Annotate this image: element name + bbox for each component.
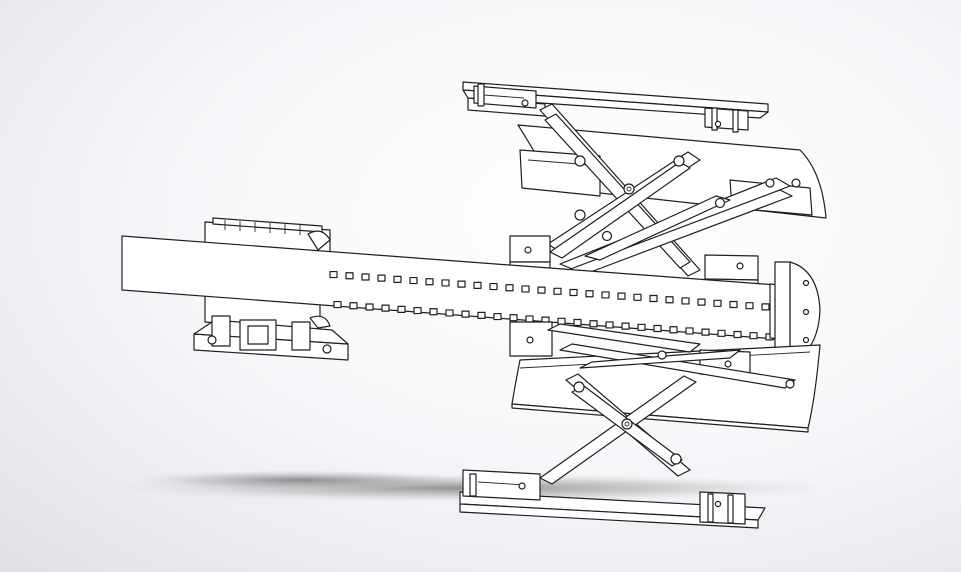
rack-tooth — [573, 318, 582, 327]
rack-tooth — [505, 284, 514, 292]
rack-tooth — [761, 303, 770, 311]
rack-tooth — [409, 276, 418, 285]
rack-tooth — [669, 326, 678, 334]
rack-tooth — [621, 322, 630, 330]
rack-tooth — [589, 320, 598, 328]
rack-tooth — [685, 327, 694, 335]
rack-tooth — [457, 280, 466, 288]
rack-tooth — [637, 323, 646, 331]
rack-tooth — [361, 273, 370, 281]
rack-tooth — [493, 312, 502, 321]
rack-tooth — [425, 278, 434, 286]
rack-tooth — [697, 298, 706, 306]
rack-tooth — [473, 281, 482, 289]
rack-tooth — [377, 274, 386, 282]
rack-tooth — [701, 328, 710, 336]
rack-tooth — [365, 303, 374, 311]
rack-tooth — [605, 321, 614, 329]
beam-teeth-top — [329, 270, 770, 311]
rack-tooth — [665, 296, 674, 304]
rack-tooth — [745, 302, 754, 310]
beam-teeth-bottom — [333, 300, 774, 341]
rack-tooth — [345, 272, 354, 280]
rack-tooth — [553, 287, 562, 295]
bottom-base-plate[interactable] — [459, 469, 766, 529]
rack-tooth — [649, 294, 658, 303]
rack-tooth — [733, 330, 742, 339]
rack-tooth — [521, 285, 530, 293]
bottom-scissor-lift[interactable] — [509, 321, 796, 485]
top-scissor-lift[interactable] — [509, 103, 801, 291]
rack-tooth — [681, 297, 690, 305]
rack-tooth — [509, 314, 518, 322]
rack-tooth — [333, 300, 342, 309]
rack-tooth — [557, 317, 566, 325]
rack-tooth — [601, 291, 610, 299]
rack-tooth — [441, 279, 450, 287]
rack-tooth — [429, 308, 438, 316]
rack-tooth — [717, 329, 726, 337]
rack-tooth — [569, 288, 578, 297]
rack-tooth — [729, 300, 738, 309]
rack-tooth — [633, 293, 642, 301]
rack-tooth — [445, 309, 454, 317]
rack-tooth — [393, 275, 402, 283]
rack-tooth — [617, 292, 626, 300]
rack-tooth — [749, 332, 758, 340]
rack-tooth — [329, 270, 338, 279]
rack-tooth — [713, 299, 722, 307]
rack-tooth — [413, 306, 422, 315]
rack-tooth — [537, 286, 546, 294]
end-cap[interactable] — [774, 261, 821, 363]
top-base-plate[interactable] — [462, 81, 769, 133]
rack-tooth — [489, 282, 498, 291]
rack-tooth — [381, 304, 390, 312]
rack-tooth — [477, 311, 486, 319]
rack-tooth — [585, 290, 594, 298]
rack-tooth — [525, 315, 534, 323]
rack-tooth — [349, 302, 358, 310]
rack-tooth — [397, 305, 406, 313]
rack-tooth — [653, 324, 662, 333]
rack-tooth — [461, 310, 470, 318]
main-beam[interactable] — [121, 235, 799, 341]
